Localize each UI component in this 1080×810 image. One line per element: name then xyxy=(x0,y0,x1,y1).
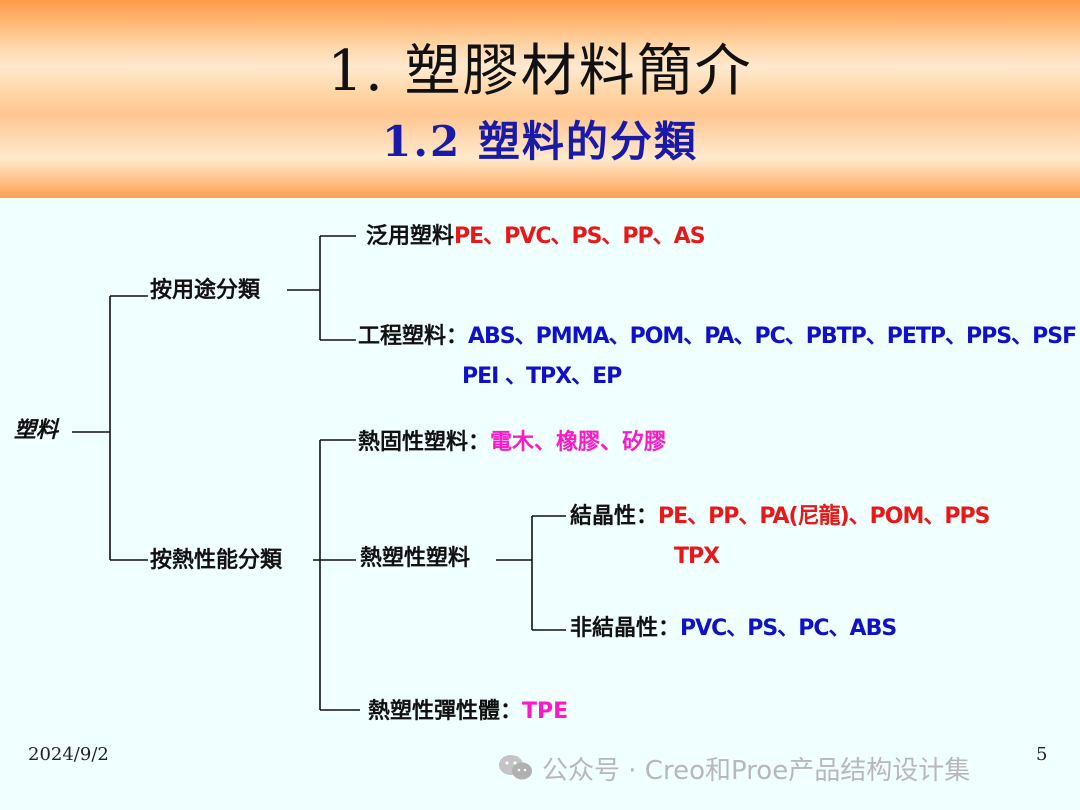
crystalline-values-line2: TPX xyxy=(674,544,720,569)
crystalline-row: 結晶性：PE、PP、PA(尼龍)、POM、PPS xyxy=(570,502,990,532)
elastomer-values: TPE xyxy=(522,699,569,724)
engineering-plastics-row: 工程塑料：ABS、PMMA、POM、PA、PC、PBTP、PETP、PPS、PS… xyxy=(358,322,1077,352)
general-plastics-row: 泛用塑料PE、PVC、PS、PP、AS xyxy=(366,222,706,252)
slide-date: 2024/9/2 xyxy=(28,744,109,765)
slide-header: 1. 塑膠材料簡介 1.2 塑料的分類 xyxy=(0,0,1080,198)
general-plastics-values: PE、PVC、PS、PP、AS xyxy=(454,224,706,249)
amorphous-row: 非結晶性：PVC、PS、PC、ABS xyxy=(570,614,897,644)
crystalline-values-line1: PE、PP、PA(尼龍)、POM、PPS xyxy=(658,504,990,529)
thermoplastic-label: 熱塑性塑料 xyxy=(360,546,471,571)
category-by-thermal: 按熱性能分類 xyxy=(150,548,283,573)
engineering-plastics-label: 工程塑料： xyxy=(358,324,469,349)
engineering-plastics-values-line1: ABS、PMMA、POM、PA、PC、PBTP、PETP、PPS、PSF xyxy=(468,324,1077,349)
slide-subtitle: 1.2 塑料的分類 xyxy=(382,117,698,166)
amorphous-values: PVC、PS、PC、ABS xyxy=(680,616,897,641)
thermoset-label: 熱固性塑料： xyxy=(358,430,491,455)
tree-root: 塑料 xyxy=(14,418,59,443)
elastomer-row: 熱塑性彈性體：TPE xyxy=(368,697,568,727)
crystalline-label: 結晶性： xyxy=(570,504,659,529)
watermark: 公众号 · Creo和Proe产品结构设计集 xyxy=(498,748,970,788)
wechat-icon xyxy=(498,753,534,783)
amorphous-label: 非結晶性： xyxy=(570,616,681,641)
slide-title: 1. 塑膠材料簡介 xyxy=(327,39,753,104)
general-plastics-label: 泛用塑料 xyxy=(366,224,455,249)
thermoset-row: 熱固性塑料：電木、橡膠、矽膠 xyxy=(358,428,666,458)
thermoset-values: 電木、橡膠、矽膠 xyxy=(490,430,667,455)
watermark-text: 公众号 · Creo和Proe产品结构设计集 xyxy=(542,755,971,786)
engineering-plastics-values-line2: PEI 、TPX、EP xyxy=(462,364,622,389)
category-by-use: 按用途分類 xyxy=(150,278,261,303)
elastomer-label: 熱塑性彈性體： xyxy=(368,699,523,724)
page-number: 5 xyxy=(1036,744,1048,765)
